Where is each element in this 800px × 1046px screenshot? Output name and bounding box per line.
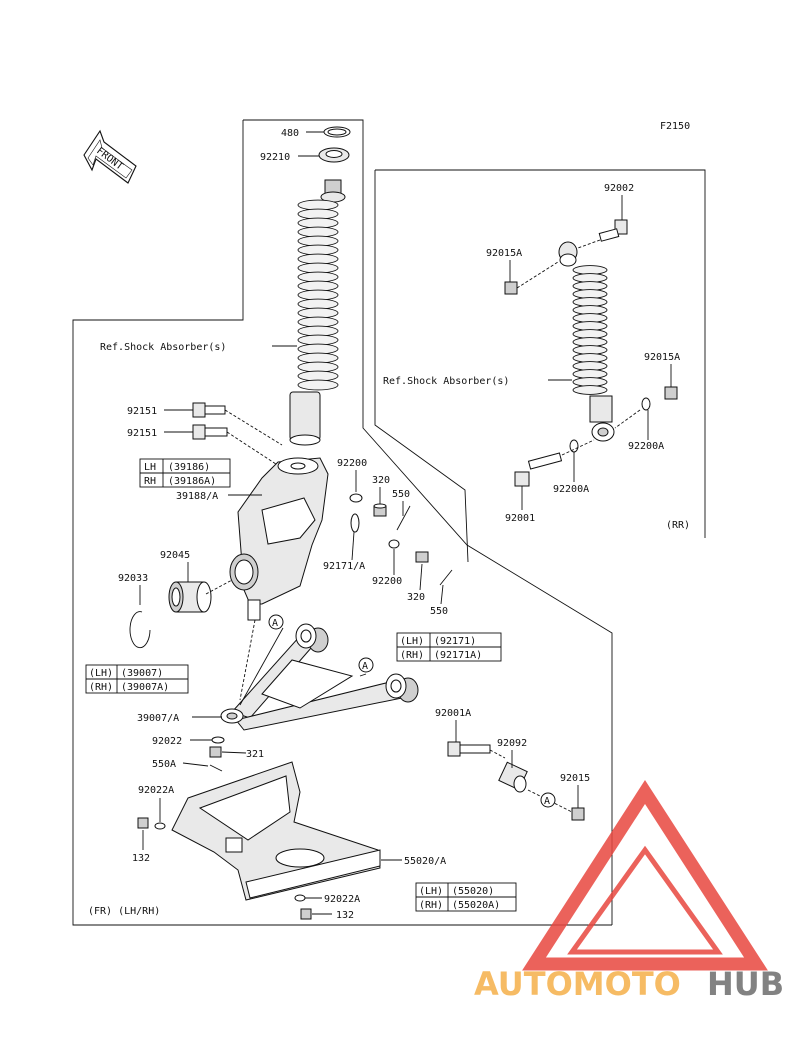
part-320-b: 320: [407, 592, 425, 603]
wheel-bearing: [168, 581, 212, 613]
part-480: 480: [281, 128, 299, 139]
callout-a-3: A: [544, 796, 550, 807]
part-92200A-1: 92200A: [628, 441, 664, 452]
bushing-lh-num: (92171): [434, 636, 476, 647]
guard-table: (LH) (55020) (RH) (55020A): [415, 882, 517, 912]
knuckle-lh-num: (39186): [168, 462, 210, 473]
watermark-automoto: AUTOMOTO: [474, 965, 681, 1003]
arm-bolt-assembly: [447, 741, 585, 821]
bushing-rh-side: (RH): [400, 650, 424, 661]
arm-lh-side: (LH): [89, 668, 113, 679]
part-92001: 92001: [505, 513, 535, 524]
hardware-upper: [349, 493, 453, 586]
knuckle-lh-side: LH: [144, 462, 156, 473]
part-92015A-2: 92015A: [644, 352, 680, 363]
part-320-a: 320: [372, 475, 390, 486]
part-92092: 92092: [497, 738, 527, 749]
bolts-92151: [192, 402, 283, 469]
part-92200A-2: 92200A: [553, 484, 589, 495]
ref-shock-rear: Ref.Shock Absorber(s): [383, 376, 509, 387]
guard-lh-num: (55020): [452, 886, 494, 897]
figure-code: F2150: [660, 121, 690, 132]
callout-a-2: A: [362, 661, 368, 672]
front-shock-absorber: [289, 126, 351, 446]
part-92022: 92022: [152, 736, 182, 747]
part-132-a: 132: [132, 853, 150, 864]
part-92200-a: 92200: [337, 458, 367, 469]
section-front-label: (FR) (LH/RH): [88, 906, 160, 917]
part-92022A-2: 92022A: [324, 894, 360, 905]
part-550-b: 550: [430, 606, 448, 617]
part-92200-b: 92200: [372, 576, 402, 587]
part-39007a: 39007/A: [137, 713, 179, 724]
front-arrow-icon: FRONT: [83, 129, 137, 184]
section-rear-label: (RR): [666, 520, 690, 531]
arm-rh-side: (RH): [89, 682, 113, 693]
part-92151-b: 92151: [127, 428, 157, 439]
part-92002: 92002: [604, 183, 634, 194]
guard-lh-side: (LH): [419, 886, 443, 897]
part-92210: 92210: [260, 152, 290, 163]
knuckle-rh-side: RH: [144, 476, 156, 487]
callout-a-1: A: [272, 618, 278, 629]
part-92022A-1: 92022A: [138, 785, 174, 796]
ref-shock-front: Ref.Shock Absorber(s): [100, 342, 226, 353]
lower-a-arm: [220, 623, 419, 731]
part-550A: 550A: [152, 759, 176, 770]
guard-rh-num: (55020A): [452, 900, 500, 911]
bushing-table: (LH) (92171) (RH) (92171A): [396, 632, 502, 662]
guard-rh-side: (RH): [419, 900, 443, 911]
part-550-a: 550: [392, 489, 410, 500]
part-92015A-1: 92015A: [486, 248, 522, 259]
part-92151-a: 92151: [127, 406, 157, 417]
part-92001A: 92001A: [435, 708, 471, 719]
arm-table: (LH) (39007) (RH) (39007A): [85, 664, 189, 694]
circlip-92033: [129, 611, 151, 649]
arm-lh-num: (39007): [121, 668, 163, 679]
arm-rh-num: (39007A): [121, 682, 169, 693]
watermark-hub: HUB: [707, 965, 784, 1003]
part-92033: 92033: [118, 573, 148, 584]
part-321: 321: [246, 749, 264, 760]
frame-lines: [72, 119, 706, 926]
hardware-lower: [209, 736, 225, 772]
part-39188a: 39188/A: [176, 491, 218, 502]
steering-knuckle: [229, 457, 329, 621]
bushing-lh-side: (LH): [400, 636, 424, 647]
watermark-logo: AUTOMOTO HUB: [474, 780, 784, 1003]
part-92015: 92015: [560, 773, 590, 784]
part-55020a: 55020/A: [404, 856, 446, 867]
part-92171a: 92171/A: [323, 561, 365, 572]
knuckle-rh-num: (39186A): [168, 476, 216, 487]
skid-guard: [171, 761, 381, 901]
rear-shock-absorber: [504, 219, 678, 487]
knuckle-table: LH (39186) RH (39186A): [139, 458, 231, 488]
part-92045: 92045: [160, 550, 190, 561]
bushing-rh-num: (92171A): [434, 650, 482, 661]
part-132-b: 132: [336, 910, 354, 921]
